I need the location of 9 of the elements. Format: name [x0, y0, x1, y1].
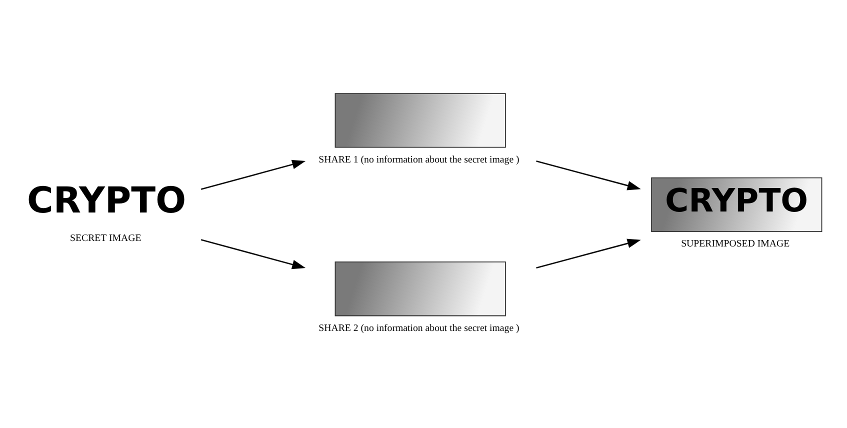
arrow — [536, 160, 641, 190]
node-label: SUPERIMPOSED IMAGE — [681, 238, 790, 250]
node-label: SHARE 1 (no information about the secret image ) — [318, 154, 520, 165]
node-label: SECRET IMAGE — [70, 232, 142, 244]
node-label: SHARE 2 (no information about the secret image ) — [318, 322, 520, 334]
arrow — [200, 159, 306, 190]
arrow — [536, 238, 641, 268]
arrow — [200, 238, 306, 269]
node-text: CRYPTO — [27, 180, 186, 222]
